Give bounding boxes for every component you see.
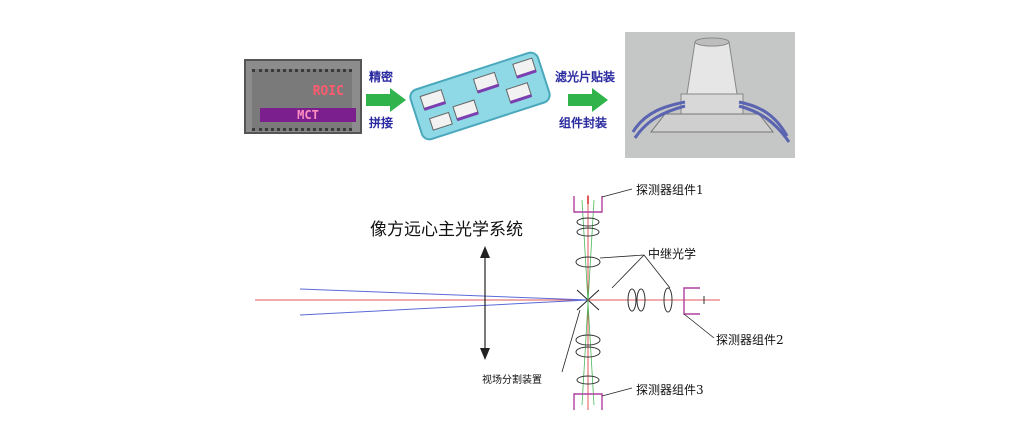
step1-label-line1: 精密 [369,70,394,84]
lens-lower-1 [575,334,601,346]
step1-label-line2: 拼接 [369,116,394,130]
relay-optics-label: 中继光学 [648,247,697,261]
detector2-housing-icon [683,287,700,315]
detector2-label: 探测器组件2 [716,333,784,347]
detector-housing-icon [625,32,795,158]
lens-upper-1 [576,217,600,227]
chip-body: ROIC MCT [252,69,356,131]
packaged-detector-photo [625,32,795,158]
mct-label: MCT [260,108,356,122]
lens-arrow-bottom-icon [480,348,490,360]
step2-label-line1: 滤光片贴装 [555,70,616,84]
lens-right-1 [627,288,637,312]
lens-arrow-top-icon [480,246,490,258]
detector3-housing-icon [573,393,603,410]
field-splitter-label: 视场分割装置 [482,375,542,386]
lens-lower-2 [576,375,600,385]
green-arrow-icon [366,88,406,112]
stitched-tray-image [409,51,551,141]
main-optics-title: 像方远心主光学系统 [370,220,523,240]
ray-blue-upper [299,288,589,301]
lens-right-2 [663,287,673,313]
ray-blue-lower [299,299,589,316]
roic-mct-chip-image: ROIC MCT [244,59,362,134]
detector1-housing-icon [573,196,603,213]
roic-label: ROIC [312,84,344,99]
step2-label-line2: 组件封装 [559,116,608,130]
lens-upper-2 [575,256,601,268]
green-arrow-icon-2 [568,88,608,112]
detector1-label: 探测器组件1 [636,183,704,197]
detector3-label: 探测器组件3 [636,383,704,397]
